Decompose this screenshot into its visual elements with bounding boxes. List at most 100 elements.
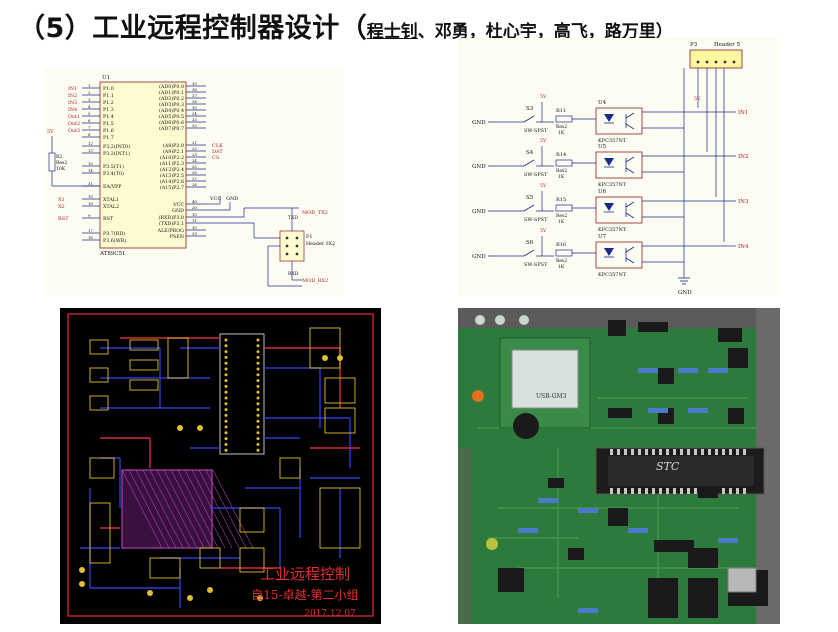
pcb-component (239, 547, 265, 573)
optocoupler-transistor (625, 212, 635, 219)
optocoupler-led (604, 248, 614, 256)
mcu-left-pin: P3.6(WR) (103, 237, 126, 244)
mcu-pin (687, 488, 690, 494)
crystal (486, 538, 498, 550)
switch-lever (523, 249, 535, 257)
mcu-left-pin-number: 4 (88, 104, 91, 109)
mcu-right-pin-number: 28 (192, 182, 197, 187)
optocoupler-transistor (625, 257, 635, 264)
mcu-left-pin-number: 16 (88, 235, 93, 240)
title-number: （5） (18, 13, 93, 44)
buzzer (513, 413, 539, 439)
optocoupler-ref: U7 (598, 234, 607, 240)
tx-net-label: MOD_TX2 (302, 210, 328, 216)
pcb-pad (224, 419, 228, 423)
mcu-right-pin: (A15)P2.7 (160, 184, 184, 191)
pcb-pad (224, 396, 228, 400)
pcb-pad (224, 442, 228, 446)
pcb-component (167, 337, 189, 379)
mcu-right-pin: (A8)P2.0 (163, 142, 184, 149)
pcb-mcu-footprint (219, 333, 265, 455)
mcu-pin (729, 449, 732, 455)
channel-vcc-label: 5V (540, 138, 547, 144)
pcb-pad (224, 373, 228, 377)
pcb-hatch (212, 469, 254, 549)
mcu-pin (694, 449, 697, 455)
mcu-net-label: Out2 (68, 121, 80, 127)
output-net-label: IN2 (738, 154, 748, 160)
mcu-pin (631, 449, 634, 455)
mcu-schematic-drawing: U1AT89C51P1.01P1.12P1.23P1.34P1.45P1.56P… (47, 75, 335, 287)
pcb-hatch (135, 469, 177, 549)
switch-lever (523, 115, 535, 123)
board-component (658, 368, 674, 384)
mcu-net-label: IN4 (68, 107, 77, 113)
resistor (638, 368, 658, 373)
mcu-right-pin: (A10)P2.2 (160, 154, 184, 161)
pcb-hatch (121, 469, 163, 549)
mcu-pin (715, 449, 718, 455)
mcu-right-pin-number: 32 (192, 123, 197, 128)
pcb-pad (224, 431, 228, 435)
mcu-left-pin-number: 17 (88, 228, 93, 233)
mcu-pin (666, 488, 669, 494)
header-pin (295, 244, 299, 248)
resistor (555, 115, 573, 123)
optocoupler-transistor (625, 156, 635, 163)
board-component (648, 578, 678, 618)
optocoupler-name: KPC357NT (598, 227, 627, 233)
resistor (578, 508, 598, 513)
switch-name: SW-SPST (524, 217, 548, 223)
mcu-left-pin-number: 6 (88, 118, 91, 123)
pcb-label-team: 自15-卓越-第二小组 (251, 588, 358, 602)
mcu-right-pin-number: 20 (192, 205, 197, 210)
resistor-value: 1K (558, 130, 565, 136)
pcb-via (147, 590, 153, 596)
usb-port (727, 567, 757, 593)
x1-label: X1 (58, 197, 65, 203)
mcu-pin (645, 488, 648, 494)
pcb-via (177, 425, 183, 431)
pcb-hatch (128, 469, 170, 549)
mcu-pin (617, 488, 620, 494)
pcb-via (337, 355, 343, 361)
mcu-left-pin-number: 15 (88, 161, 93, 166)
mcu-left-pin: XTAL2 (103, 204, 119, 210)
mcu-pin (736, 449, 739, 455)
pcb-layout-drawing: 工业远程控制 自15-卓越-第二小组 2017.12.07 (67, 313, 374, 619)
pcb-pad (256, 413, 260, 417)
pcb-component (129, 339, 159, 351)
mcu-left-pin: P1.4 (103, 114, 114, 120)
mcu-pin (673, 488, 676, 494)
resistor-ref: R14 (556, 152, 566, 158)
board-component (548, 478, 564, 488)
pcb-pad (256, 344, 260, 348)
switch-name: SW-SPST (524, 128, 548, 134)
mcu-right-pin: (TXD)P3.1 (159, 220, 184, 227)
board-component (608, 508, 628, 526)
header-pin (295, 236, 299, 240)
pcb-hatch (156, 469, 198, 549)
board-component (608, 320, 626, 336)
pcb-component (279, 457, 301, 479)
mcu-pin (624, 488, 627, 494)
mcu-right-pin-number: 36 (192, 99, 197, 104)
switch-name: SW-SPST (524, 262, 548, 268)
optocoupler-name: KPC357NT (598, 138, 627, 144)
switch-ref: S4 (526, 150, 534, 156)
resistor-r2 (48, 152, 56, 172)
mcu-pin (701, 449, 704, 455)
mcu-right-pin: ALE/PROG (157, 228, 185, 234)
mcu-right-pin-number: 10 (192, 212, 197, 217)
channel-vcc-label: 5V (540, 228, 547, 234)
mcu-right-pin-number: 30 (192, 225, 197, 230)
mcu-chip (608, 456, 754, 486)
mcu-right-pin: VCC (172, 202, 184, 208)
mcu-left-pin: XTAL1 (103, 197, 119, 203)
header-pin (285, 252, 289, 256)
pcb-pad (224, 402, 228, 406)
pcb-component (199, 547, 221, 569)
vcc-symbol-label: VCC (209, 196, 221, 202)
mcu-pin (610, 488, 613, 494)
